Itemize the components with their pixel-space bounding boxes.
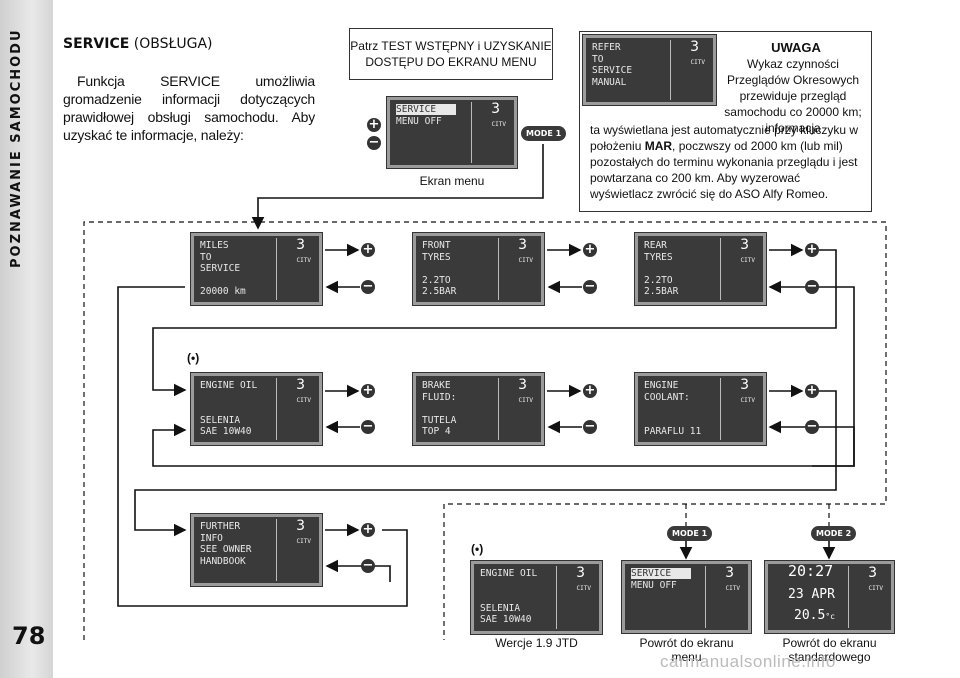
- plus-icon: +: [805, 383, 819, 398]
- intro-paragraph: Funkcja SERVICE umożliwia gromadzenie in…: [63, 72, 315, 144]
- warning-title: UWAGA: [771, 40, 821, 55]
- warning-box: [579, 31, 872, 212]
- plus-icon: +: [361, 522, 375, 537]
- menu-screen-label: Ekran menu: [419, 174, 485, 188]
- plus-icon: +: [583, 383, 597, 398]
- minus-icon: −: [583, 279, 597, 294]
- clock-date: 23 APR: [788, 587, 835, 602]
- warning-body-pre: ta wyświetlana jest automatycznie przy k…: [590, 123, 859, 153]
- watermark: carmanualsonline.info: [660, 652, 836, 671]
- clock-temp: 20.5°c: [794, 608, 835, 623]
- intro-text: Funkcja SERVICE umożliwia gromadzenie in…: [63, 73, 315, 143]
- page-heading: SERVICE (OBSŁUGA): [63, 36, 213, 52]
- plus-button-icon: +: [367, 117, 381, 132]
- minus-icon: −: [805, 419, 819, 434]
- note-box: Patrz TEST WSTĘPNY i UZYSKANIE DOSTĘPU D…: [349, 28, 553, 80]
- clock-time: 20:27: [788, 562, 834, 580]
- warning-body-bold: MAR: [644, 139, 673, 153]
- mode1-button-icon: MODE 1: [667, 526, 713, 541]
- warning-side-text: Wykaz czynności Przeglądów Okresowych pr…: [724, 57, 862, 135]
- warning-body: ta wyświetlana jest automatycznie przy k…: [590, 122, 860, 202]
- plus-icon: +: [361, 242, 375, 257]
- minus-icon: −: [361, 558, 375, 573]
- mode1-button-icon: MODE 1: [521, 126, 567, 141]
- bullet-marker: (•): [187, 351, 200, 365]
- plus-icon: +: [583, 242, 597, 257]
- note-line-2: DOSTĘPU DO EKRANU MENU: [365, 55, 537, 69]
- page-number: 78: [12, 622, 46, 650]
- heading-rest: (OBSŁUGA): [129, 36, 213, 52]
- minus-icon: −: [583, 419, 597, 434]
- minus-icon: −: [361, 279, 375, 294]
- bullet-marker: (•): [471, 542, 484, 556]
- warning-body-post: , poczwszy od 2000 km (lub mil) pozostał…: [590, 139, 858, 201]
- plus-icon: +: [805, 242, 819, 257]
- note-line-1: Patrz TEST WSTĘPNY i UZYSKANIE: [350, 39, 552, 53]
- heading-bold: SERVICE: [63, 36, 130, 52]
- sidebar: POZNAWANIE SAMOCHODU 78: [0, 0, 53, 678]
- minus-button-icon: −: [367, 135, 381, 150]
- caption-jtd: Wercje 1.9 JTD: [495, 636, 578, 650]
- mode2-button-icon: MODE 2: [811, 526, 857, 541]
- plus-icon: +: [361, 383, 375, 398]
- minus-icon: −: [361, 419, 375, 434]
- minus-icon: −: [805, 279, 819, 294]
